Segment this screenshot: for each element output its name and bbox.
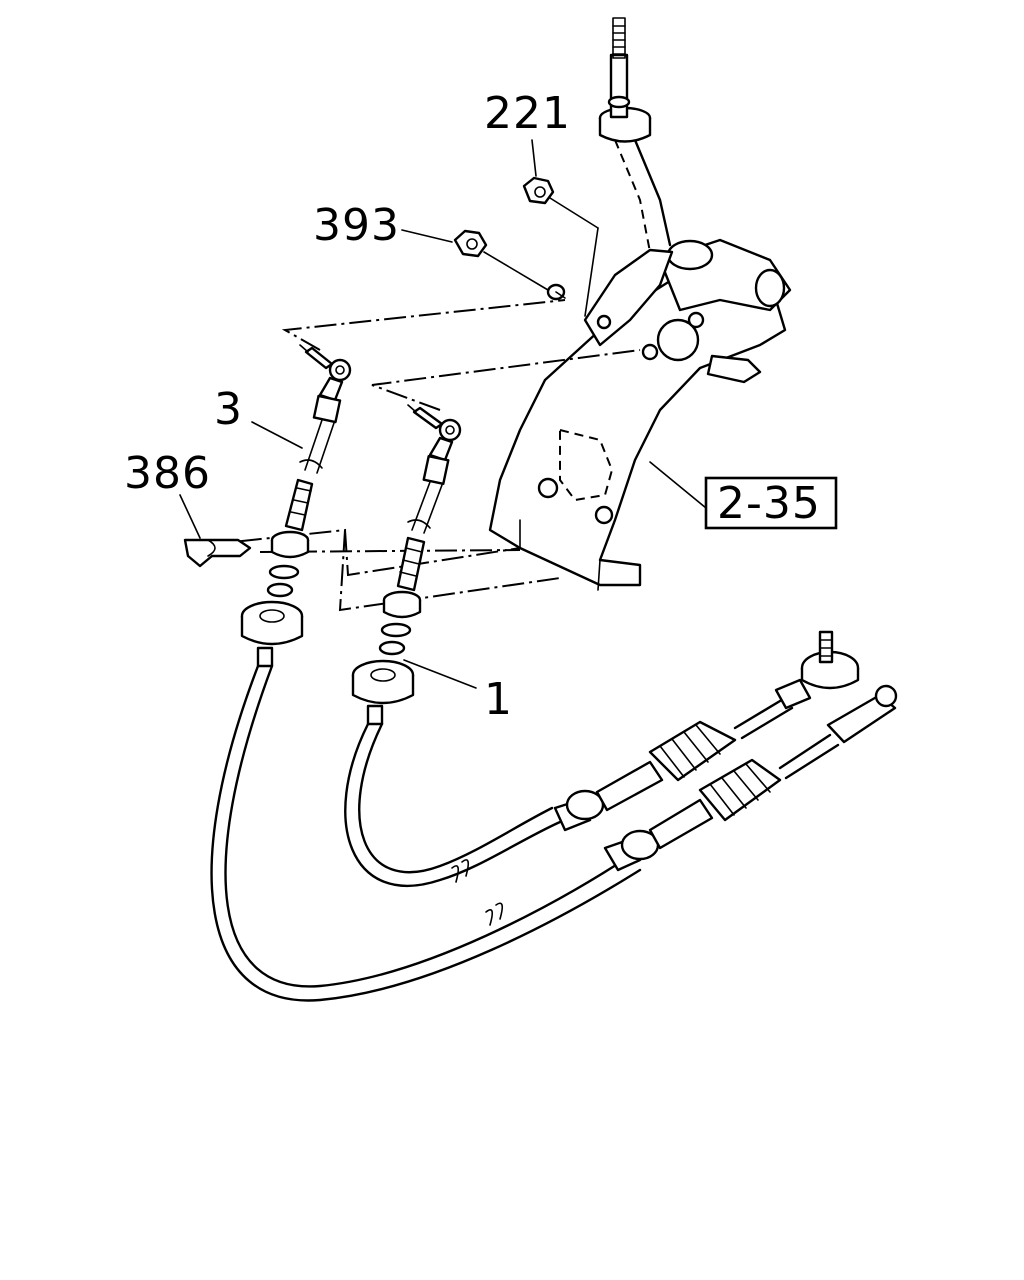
reference-box-2-35[interactable]: 2-35 xyxy=(704,476,838,530)
clip-386 xyxy=(183,538,252,568)
shift-lever-bracket xyxy=(488,17,792,591)
nut-221 xyxy=(522,176,599,317)
callout-3: 3 xyxy=(214,384,243,435)
nut-393 xyxy=(453,229,566,299)
callout-221: 221 xyxy=(484,88,571,139)
cable-3-bellows xyxy=(698,758,782,822)
cable-3 xyxy=(210,344,898,1002)
callout-386: 386 xyxy=(124,448,211,499)
leader-lines xyxy=(179,139,707,689)
reference-label: 2-35 xyxy=(717,478,821,529)
cable-1-bellows xyxy=(648,720,737,782)
cable-1 xyxy=(344,404,860,887)
callout-1: 1 xyxy=(484,674,513,725)
callout-393: 393 xyxy=(313,200,400,251)
